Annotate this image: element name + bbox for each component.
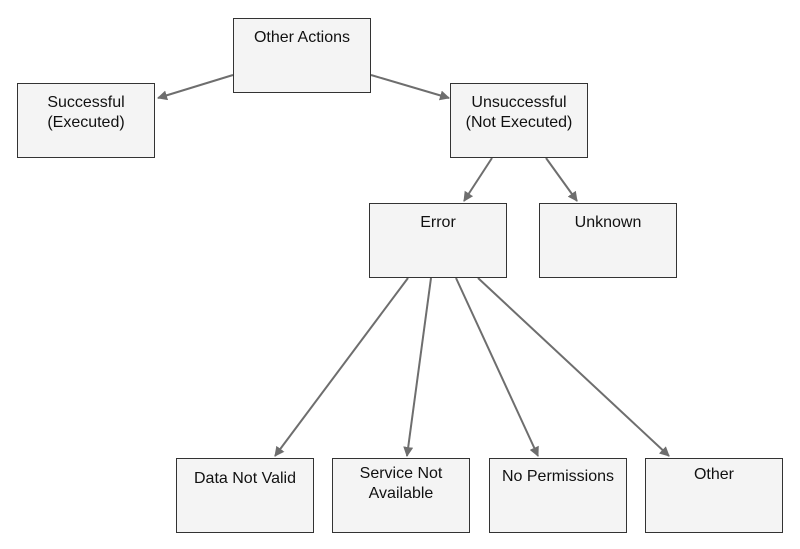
node-label: Data Not Valid: [194, 470, 296, 487]
edge-unsuccessful-to-unknown: [545, 157, 578, 202]
node-other-actions: Other Actions: [233, 18, 371, 93]
node-label: Successful: [47, 94, 125, 111]
edge-error-to-no-permissions: [455, 277, 539, 457]
node-label: Service Not: [359, 465, 443, 482]
node-label: Other: [693, 466, 734, 483]
edge-error-to-service-not-available: [403, 277, 432, 457]
node-service-not-available: Service Not Available: [332, 458, 470, 533]
node-label: (Executed): [47, 114, 125, 131]
node-unknown: Unknown: [539, 203, 677, 278]
edge-other-actions-to-unsuccessful: [370, 74, 450, 101]
node-unsuccessful: Unsuccessful (Not Executed): [450, 83, 588, 158]
node-label: Unknown: [574, 214, 642, 231]
node-label: (Not Executed): [465, 114, 573, 131]
edge-error-to-data-not-valid: [274, 277, 409, 457]
node-label: Unsuccessful: [471, 94, 567, 111]
node-label: Error: [420, 214, 456, 231]
node-label: No Permissions: [501, 468, 615, 485]
edge-other-actions-to-successful: [157, 74, 234, 101]
node-data-not-valid: Data Not Valid: [176, 458, 314, 533]
edge-unsuccessful-to-error: [463, 157, 493, 202]
node-label: Available: [368, 485, 434, 502]
node-successful: Successful (Executed): [17, 83, 155, 158]
edge-error-to-other: [477, 277, 670, 457]
node-no-permissions: No Permissions: [489, 458, 627, 533]
node-label: Other Actions: [253, 29, 351, 46]
node-other: Other: [645, 458, 783, 533]
node-error: Error: [369, 203, 507, 278]
